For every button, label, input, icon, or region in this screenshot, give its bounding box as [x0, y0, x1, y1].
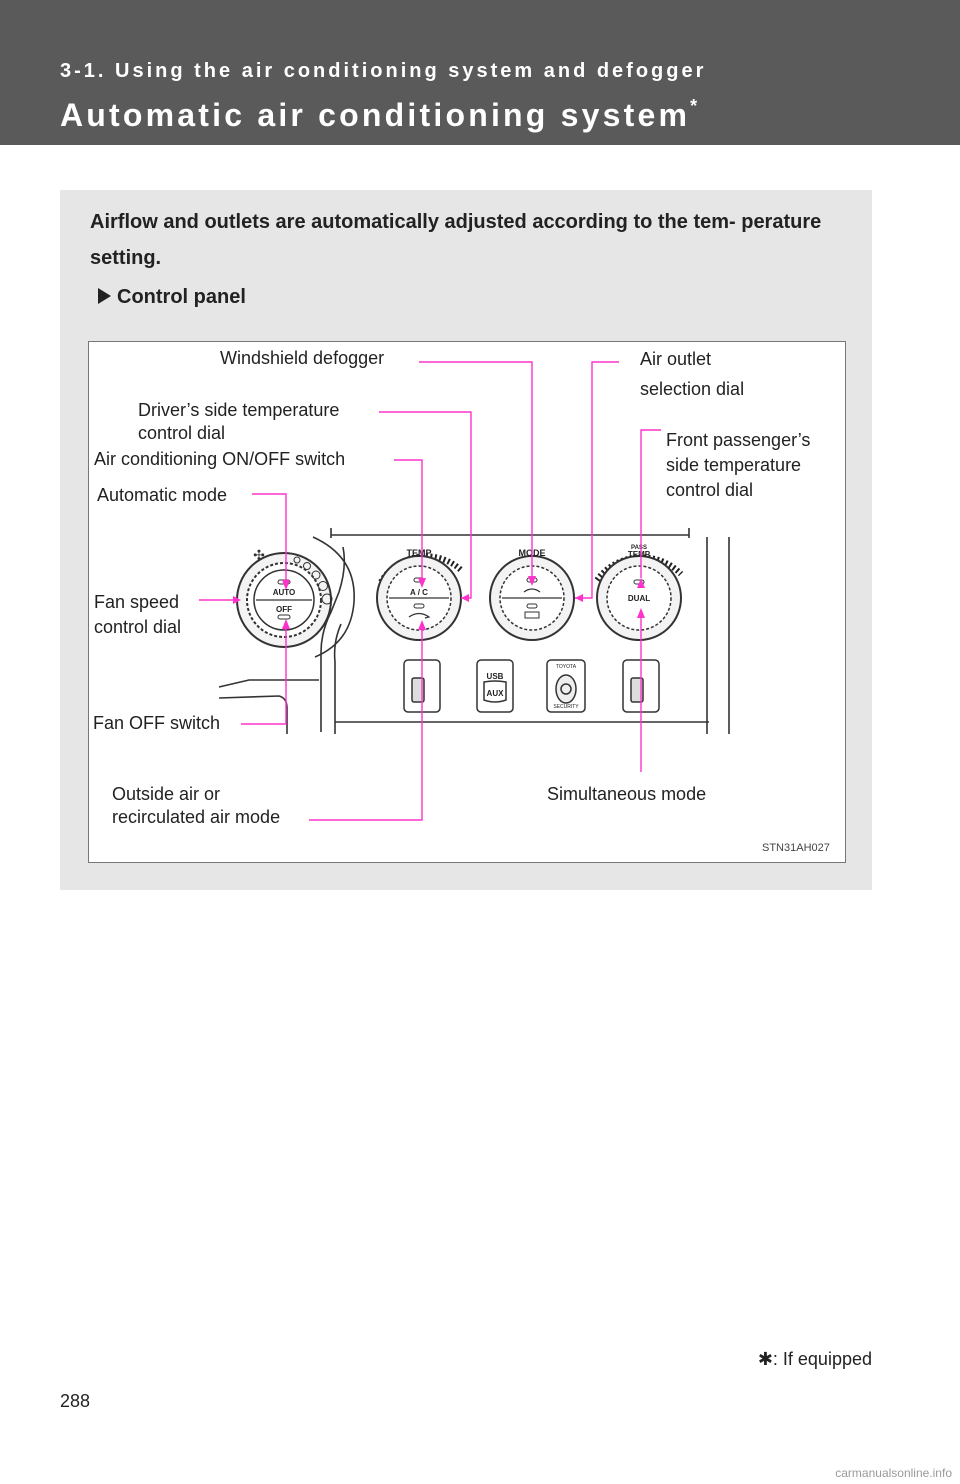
footnote-text: : If equipped [772, 1349, 872, 1369]
passenger-temp-dial: DUAL PASS TEMP [594, 545, 684, 641]
leader-windshield-defogger [419, 361, 533, 582]
label-windshield-defogger: Windshield defogger [220, 348, 385, 368]
brand-label: TOYOTA [556, 664, 577, 670]
ac-button-label: A / C [410, 588, 428, 597]
fan-speed-dial: AUTO OFF ✣ [236, 547, 333, 648]
label-driver-temp-line2: control dial [138, 423, 226, 443]
windshield-defog-icon [523, 588, 541, 593]
leader-front-passenger-temp [640, 429, 661, 578]
label-simultaneous-mode: Simultaneous mode [547, 784, 707, 804]
if-equipped-asterisk: * [690, 96, 698, 116]
leader-ac-switch [394, 459, 423, 584]
aux-label: AUX [487, 689, 505, 698]
fan-icon: ✣ [253, 547, 265, 563]
air-outlet-dial: MODE [489, 548, 575, 641]
label-front-passenger-line3: control dial [666, 480, 754, 500]
control-panel-illustration: AUTO OFF ✣ A / C TEMP MODE [199, 361, 730, 821]
driver-temp-dial: A / C TEMP [376, 548, 464, 641]
usb-label: USB [487, 672, 504, 681]
intro-text: Airflow and outlets are automatically ad… [90, 211, 822, 269]
panel-trim-line [218, 679, 319, 688]
temp-label: TEMP [406, 548, 431, 558]
dual-button-label: DUAL [628, 594, 650, 603]
pass-label: PASS [631, 545, 647, 551]
label-fan-speed-line2: control dial [94, 617, 182, 637]
control-panel-diagram: AUTO OFF ✣ A / C TEMP MODE [88, 341, 846, 863]
label-outside-air-line1: Outside air or [112, 784, 221, 804]
figure-code: STN31AH027 [762, 842, 830, 854]
label-fan-speed-line1: Fan speed [94, 592, 180, 612]
subheading: Control panel [98, 286, 246, 309]
subheading-text: Control panel [117, 286, 246, 308]
off-button-label: OFF [276, 605, 292, 614]
leader-arrowheads [233, 576, 645, 630]
rear-defog-icon [524, 611, 540, 619]
label-automatic-mode: Automatic mode [97, 485, 228, 505]
label-outside-air-line2: recirculated air mode [112, 807, 281, 827]
auto-button-label: AUTO [273, 588, 296, 597]
page-title: Automatic air conditioning system* [60, 96, 697, 134]
label-air-outlet-line2: selection dial [640, 379, 745, 399]
recirculation-icon [408, 612, 431, 619]
asterisk-icon: ✱ [757, 1349, 773, 1369]
label-ac-switch: Air conditioning ON/OFF switch [94, 449, 346, 469]
panel-trim-line [218, 695, 288, 734]
page-number: 288 [60, 1391, 91, 1411]
leader-air-outlet [575, 361, 619, 599]
leader-fan-off [241, 621, 287, 725]
label-front-passenger-line2: side temperature [666, 455, 802, 475]
security-label: SECURITY [553, 704, 579, 710]
watermark[interactable]: carmanualsonline.info [835, 1466, 952, 1480]
footnote: ✱: If equipped [758, 1349, 872, 1370]
usb-aux-port [476, 659, 514, 713]
triangle-bullet-icon [98, 288, 111, 304]
temp-label-passenger: TEMP [628, 550, 651, 559]
section-title: 3-1. Using the air conditioning system a… [60, 60, 707, 82]
page-header: 3-1. Using the air conditioning system a… [0, 0, 960, 145]
label-air-outlet-line1: Air outlet [640, 349, 712, 369]
page-title-text: Automatic air conditioning system [60, 97, 691, 133]
panel-bezel-left [312, 536, 355, 658]
security-indicator [546, 659, 586, 713]
label-front-passenger-line1: Front passenger’s [666, 430, 811, 450]
leader-automatic-mode [252, 493, 287, 588]
label-fan-off-switch: Fan OFF switch [93, 713, 221, 733]
leader-outside-air [309, 622, 423, 821]
label-driver-temp-line1: Driver’s side temperature [138, 400, 340, 420]
lower-switch-row [403, 659, 660, 713]
